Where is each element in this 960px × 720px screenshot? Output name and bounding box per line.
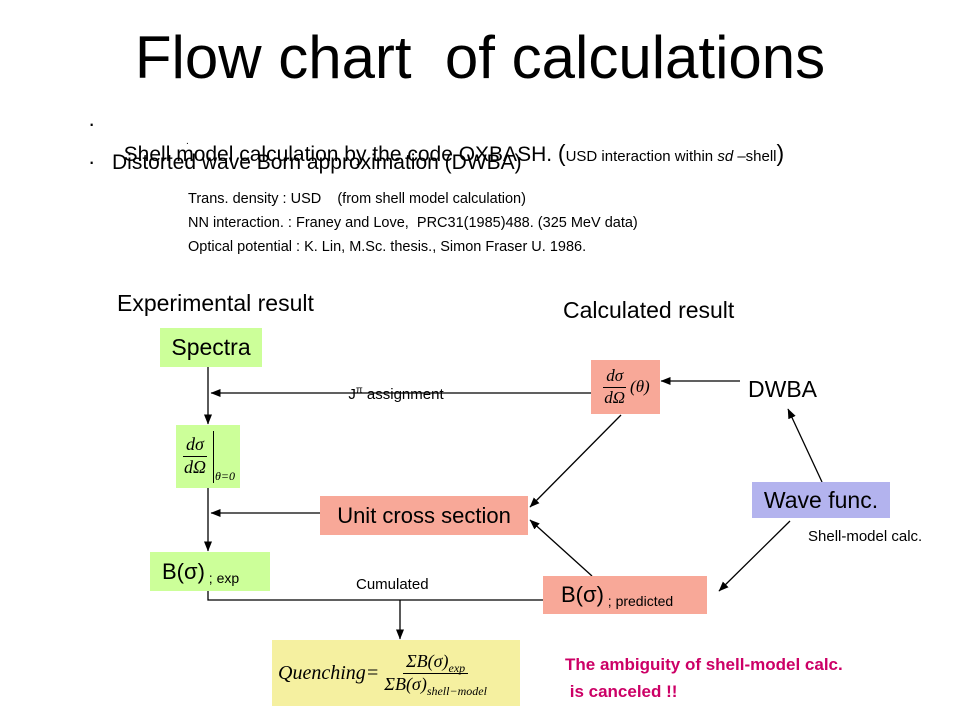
quenching-denominator: ΣB(σ)shell−model: [381, 673, 490, 698]
line-cumulated: [207, 591, 543, 601]
assignment-label: assignment: [362, 386, 444, 403]
wave-func-label: Wave func.: [763, 486, 879, 513]
fraction-denominator: dΩ: [183, 457, 207, 477]
shell-model-subscript: shell−model: [426, 683, 487, 698]
cumulated-label: Cumulated: [356, 576, 429, 593]
arrow-calc-to-unit: [529, 414, 622, 508]
jpi-assignment-label: Jπ assignment: [340, 368, 444, 406]
shell-model-calc-label: Shell-model calc.: [808, 528, 923, 545]
bullet-shell-model-text: Shell model calculation by the code OXBA…: [123, 143, 558, 166]
unit-cross-section-label: Unit cross section: [337, 502, 511, 528]
detail-nn-interaction: NN interaction. : Franey and Love, PRC31…: [188, 215, 638, 231]
bullet-marker: ·: [88, 149, 96, 174]
quenching-lhs: Quenching=: [278, 661, 380, 684]
usd-note-a: USD interaction within: [565, 148, 718, 165]
theta-zero-subscript: θ=0: [215, 469, 236, 483]
spectra-label: Spectra: [171, 334, 251, 360]
dsigma-theta-zero-box: dσ dΩ θ=0: [176, 425, 240, 488]
usd-note-sd: sd: [717, 148, 734, 165]
b-sigma-label: B(σ): [561, 582, 604, 607]
ambiguity-note-line-1: The ambiguity of shell-model calc.: [565, 655, 843, 674]
ambiguity-note-line-2: is canceled !!: [565, 682, 678, 701]
theta-argument: (θ): [630, 377, 650, 396]
heading-calculated: Calculated result: [563, 297, 735, 323]
fraction-numerator: dσ: [603, 366, 627, 388]
paren-close: ): [776, 140, 785, 166]
unit-cross-section-box: Unit cross section: [320, 496, 528, 535]
bullet-shell-model: Shell model calculation by the code OXBA…: [112, 111, 785, 171]
quenching-formula-box: Quenching= ΣB(σ)exp ΣB(σ)shell−model: [272, 640, 520, 706]
heading-experimental: Experimental result: [117, 290, 314, 316]
slide-title: Flow chart of calculations: [134, 24, 826, 91]
sum-b-sigma: ΣB(σ): [405, 650, 449, 671]
evaluation-bar: [213, 430, 215, 483]
pi-superscript: π: [355, 385, 363, 396]
j-label: J: [348, 386, 356, 403]
b-sigma-predicted-box: B(σ) ; predicted: [543, 576, 707, 614]
detail-optical-potential: Optical potential : K. Lin, M.Sc. thesis…: [188, 239, 587, 255]
b-sigma-label: B(σ): [162, 558, 205, 584]
arrow-predicted-to-unit: [529, 519, 593, 577]
arrow-wave-to-dwba: [787, 408, 823, 483]
dsigma-domega-fraction: dσ dΩ: [601, 366, 628, 407]
spectra-box: Spectra: [160, 328, 262, 367]
quenching-fraction: ΣB(σ)exp ΣB(σ)shell−model: [381, 650, 490, 698]
detail-trans-density: Trans. density : USD (from shell model c…: [188, 191, 526, 207]
paren-open: (: [557, 140, 566, 166]
stray-dot: .: [186, 136, 189, 147]
arrow-wave-to-predicted: [718, 520, 791, 592]
bullet-dwba: Distorted wave Born approximation (DWBA): [112, 151, 522, 174]
exp-subscript: exp: [448, 660, 466, 675]
fraction-numerator: dσ: [183, 434, 207, 457]
dwba-label: DWBA: [748, 376, 817, 402]
sum-b-sigma: ΣB(σ): [384, 673, 427, 694]
quenching-numerator: ΣB(σ)exp: [402, 650, 469, 675]
exp-suffix: ; exp: [204, 569, 240, 586]
bullet-marker: ·: [88, 111, 96, 136]
fraction-denominator: dΩ: [604, 387, 626, 407]
dsigma-domega-fraction: dσ dΩ: [181, 434, 209, 478]
usd-note-b: –shell: [733, 148, 777, 165]
dsigma-domega-theta-box: dσ dΩ (θ): [591, 360, 660, 414]
wave-func-box: Wave func.: [752, 482, 890, 518]
b-sigma-exp-box: B(σ) ; exp: [150, 552, 270, 591]
predicted-suffix: ; predicted: [603, 593, 674, 609]
